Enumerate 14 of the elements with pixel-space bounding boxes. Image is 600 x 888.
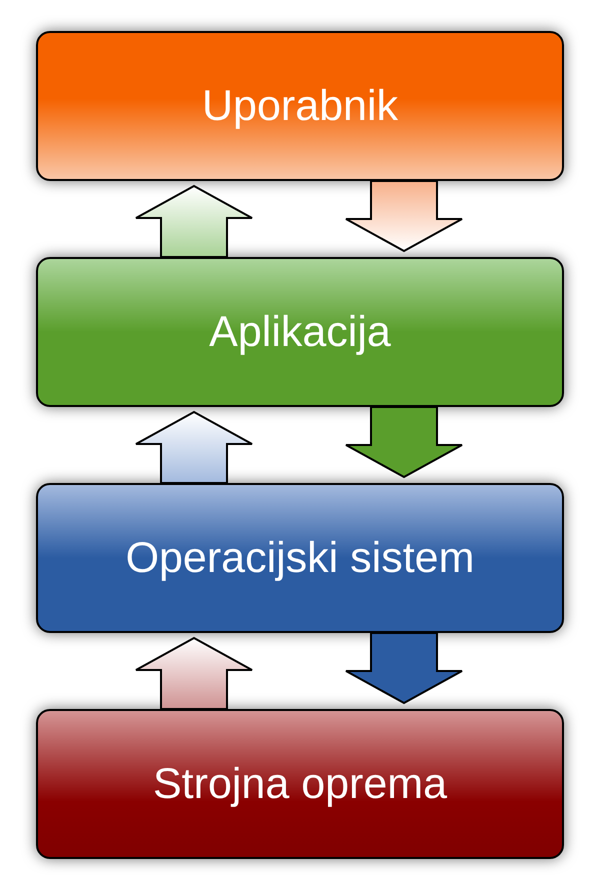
block-arrow — [135, 636, 253, 710]
layer-box — [36, 257, 564, 407]
layer-box — [36, 483, 564, 633]
layer-label: Uporabnik — [202, 82, 398, 130]
block-arrow — [135, 184, 253, 258]
layer-label: Strojna oprema — [153, 760, 447, 808]
layer-box — [36, 709, 564, 859]
block-arrow — [135, 410, 253, 484]
layer-box — [36, 31, 564, 181]
layer-label: Aplikacija — [209, 308, 391, 356]
block-arrow — [345, 632, 463, 704]
layer-label: Operacijski sistem — [126, 534, 474, 582]
block-arrow — [345, 180, 463, 252]
block-arrow — [345, 406, 463, 478]
